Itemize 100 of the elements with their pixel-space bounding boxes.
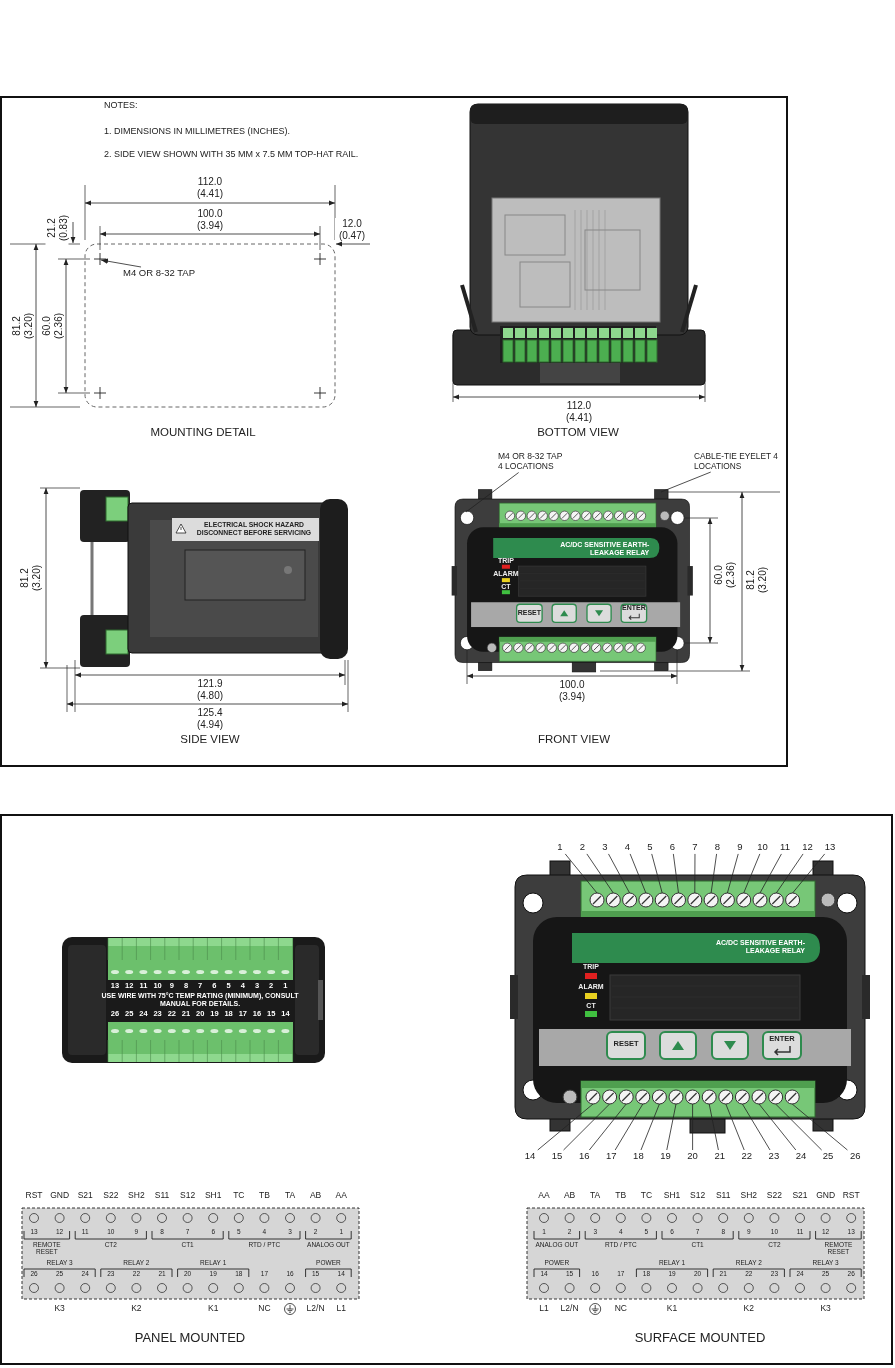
wiring-label: NC xyxy=(257,1304,272,1314)
leader-line xyxy=(651,853,663,894)
callout-number: 4 xyxy=(619,842,636,853)
leader-line xyxy=(672,853,679,894)
callout-text: CABLE-TIE EYELET 4 LOCATIONS xyxy=(694,452,780,472)
wiring-label: K3 xyxy=(53,1304,66,1314)
terminal-signal-name: GND xyxy=(815,1191,837,1201)
terminal-signal-name: S12 xyxy=(179,1191,197,1201)
terminal-signal-name: S22 xyxy=(765,1191,783,1201)
terminal-signal-name: S11 xyxy=(153,1191,171,1201)
callout-text: M4 OR 8-32 TAP 4 LOCATIONS xyxy=(498,452,568,472)
terminal-signal-name: S22 xyxy=(102,1191,120,1201)
leader-line xyxy=(727,853,739,894)
wiring-label: K2 xyxy=(130,1304,143,1314)
wiring-label: L2/N xyxy=(559,1304,580,1314)
callout-number: 12 xyxy=(799,842,816,853)
callout-number: 24 xyxy=(793,1151,809,1162)
terminal-signal-name: S21 xyxy=(791,1191,809,1201)
terminal-signal-name: GND xyxy=(49,1191,71,1201)
callout-number: 20 xyxy=(684,1151,701,1162)
leader-line xyxy=(758,1103,797,1151)
view-title: MOUNTING DETAIL xyxy=(149,426,257,440)
callout-number: 15 xyxy=(549,1151,566,1162)
leader-line xyxy=(710,853,717,894)
leader-line xyxy=(588,1103,627,1151)
leader-line xyxy=(608,853,630,894)
leader-line xyxy=(692,1103,693,1151)
leader-line xyxy=(743,853,761,894)
callout-number: 18 xyxy=(630,1151,647,1162)
leader-line xyxy=(629,853,647,894)
terminal-signal-name: SH2 xyxy=(739,1191,759,1201)
wiring-label: L1 xyxy=(538,1304,550,1314)
callout-number: 17 xyxy=(603,1151,620,1162)
callout-number: 11 xyxy=(777,842,793,853)
callout-number: 1 xyxy=(552,842,568,853)
terminal-signal-name: RST xyxy=(841,1191,861,1201)
terminal-signal-name: S12 xyxy=(689,1191,707,1201)
leader-line xyxy=(666,1103,677,1151)
callout-number: 7 xyxy=(687,842,703,853)
terminal-signal-name: AA xyxy=(334,1191,348,1201)
callout-number: 26 xyxy=(847,1151,864,1162)
wiring-label: L2/N xyxy=(305,1304,326,1314)
wiring-label: L1 xyxy=(335,1304,347,1314)
terminal-signal-name: TB xyxy=(614,1191,628,1201)
callout-number: 10 xyxy=(754,842,771,853)
leader-line xyxy=(586,853,614,894)
callout-number: 2 xyxy=(574,842,591,853)
callout-number: 25 xyxy=(820,1151,837,1162)
terminal-signal-name: AA xyxy=(537,1191,551,1201)
callout-number: 9 xyxy=(732,842,748,853)
terminal-signal-name: TA xyxy=(589,1191,602,1201)
leader-line xyxy=(660,471,712,493)
wiring-label: K1 xyxy=(665,1304,679,1314)
callout-number: 21 xyxy=(711,1151,728,1162)
leader-line xyxy=(465,472,520,513)
wiring-label: K3 xyxy=(819,1304,832,1314)
callout-number: 3 xyxy=(597,842,613,853)
callout-number: 6 xyxy=(664,842,681,853)
terminal-signal-name: S21 xyxy=(76,1191,94,1201)
leader-line xyxy=(759,853,782,894)
leader-line xyxy=(775,853,804,894)
wiring-label: NC xyxy=(613,1304,628,1314)
view-title: FRONT VIEW xyxy=(537,733,611,747)
leader-line xyxy=(708,1103,719,1151)
view-title: PANEL MOUNTED xyxy=(133,1331,247,1346)
view-title: SIDE VIEW xyxy=(179,733,241,747)
view-title: SURFACE MOUNTED xyxy=(633,1331,767,1346)
notes-heading: NOTES: xyxy=(104,100,139,111)
wiring-label: K1 xyxy=(207,1304,220,1314)
callout-number: 23 xyxy=(765,1151,782,1162)
terminal-signal-name: AB xyxy=(308,1191,323,1201)
callout-number: 22 xyxy=(738,1151,755,1162)
terminal-signal-name: RST xyxy=(24,1191,44,1201)
terminal-signal-name: SH1 xyxy=(662,1191,682,1201)
leader-line xyxy=(791,1103,848,1151)
terminal-signal-name: TA xyxy=(283,1191,297,1201)
callout-number: 14 xyxy=(522,1151,538,1162)
leader-line xyxy=(694,853,696,894)
leader-line xyxy=(775,1103,823,1151)
callout-number: 5 xyxy=(642,842,658,853)
terminal-signal-name: S11 xyxy=(714,1191,732,1201)
wiring-label: K2 xyxy=(742,1304,755,1314)
note-text: 1. DIMENSIONS IN MILLIMETRES (INCHES). xyxy=(104,126,292,137)
terminal-signal-name: SH1 xyxy=(203,1191,223,1201)
leader-line xyxy=(564,853,598,894)
callout-text: M4 OR 8-32 TAP xyxy=(123,268,233,279)
view-title: BOTTOM VIEW xyxy=(536,426,620,440)
note-text: 2. SIDE VIEW SHOWN WITH 35 MM x 7.5 MM TOP-HAT RAIL. xyxy=(104,149,360,160)
callout-number: 16 xyxy=(576,1151,593,1162)
leader-line xyxy=(742,1103,771,1151)
terminal-signal-name: TC xyxy=(232,1191,246,1201)
callout-number: 19 xyxy=(657,1151,674,1162)
terminal-signal-name: SH2 xyxy=(127,1191,146,1201)
terminal-signal-name: TB xyxy=(257,1191,271,1201)
leader-line xyxy=(537,1103,594,1151)
leader-line xyxy=(725,1103,745,1151)
leader-line xyxy=(792,853,826,894)
callout-number: 13 xyxy=(822,842,838,853)
leader-line xyxy=(640,1103,660,1151)
terminal-signal-name: TC xyxy=(639,1191,654,1201)
